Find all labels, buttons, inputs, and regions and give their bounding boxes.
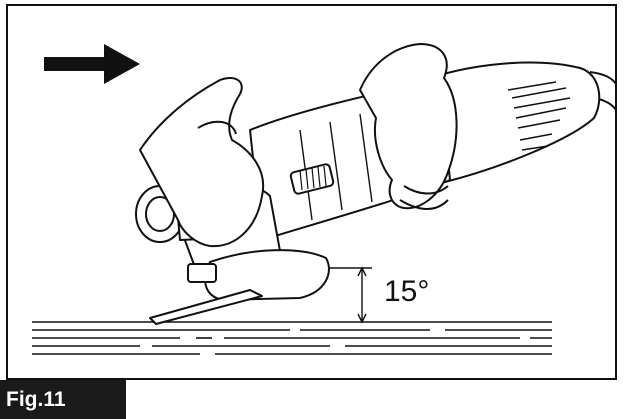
right-arrow-icon (44, 44, 140, 84)
angle-indicator (325, 266, 372, 324)
work-surface (32, 321, 552, 355)
angle-label: 15° (384, 275, 430, 308)
angle-grinder (135, 43, 617, 325)
figure-label: Fig.11 (0, 380, 126, 419)
